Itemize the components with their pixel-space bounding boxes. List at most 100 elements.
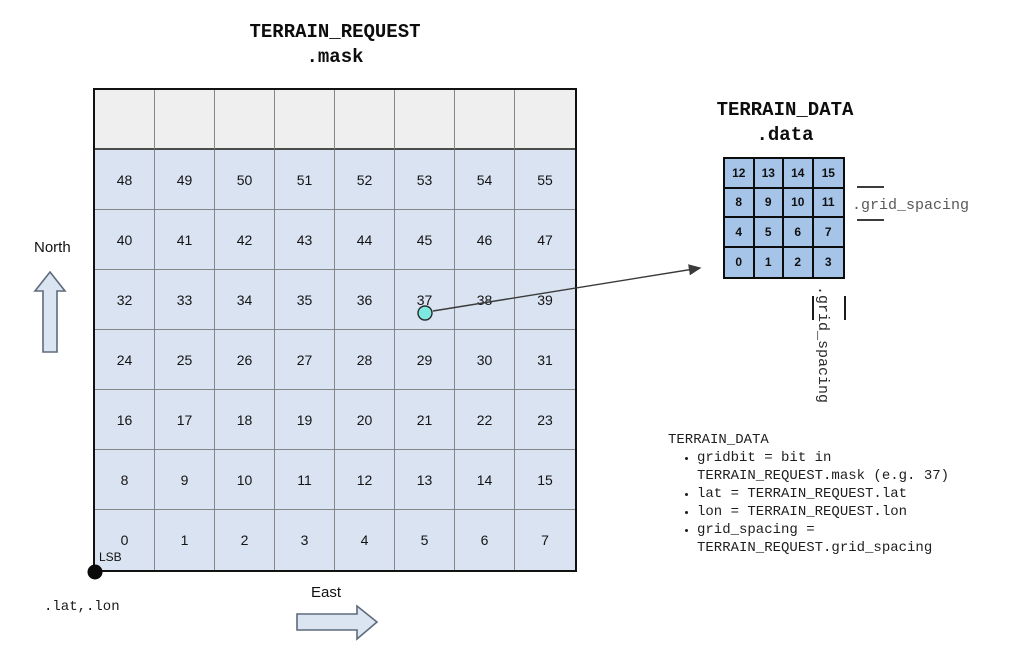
data-value-cell: 10 [784,188,814,218]
mask-bit-cell: 17 [155,390,215,450]
mask-bit-cell: 39 [515,270,575,330]
data-value-cell: 0 [725,247,755,277]
data-value-cell: 4 [725,218,755,248]
mask-bit-cell: 18 [215,390,275,450]
mask-bit-cell: 37 [395,270,455,330]
east-arrow [296,604,379,641]
data-value-cell: 3 [813,247,843,277]
mask-bit-cell: 7 [515,510,575,570]
mask-bit-cell [335,90,395,150]
mask-bit-cell: 20 [335,390,395,450]
notes-list: gridbit = bit in TERRAIN_REQUEST.mask (e… [666,449,1016,557]
origin-lat-lon-label: .lat,.lon [44,599,120,615]
mask-title-line1: TERRAIN_REQUEST [249,21,421,43]
mask-bit-cell: 30 [455,330,515,390]
east-label: East [311,584,342,601]
mask-bit-cell: 15 [515,450,575,510]
mask-bit-cell: 44 [335,210,395,270]
data-value-cell: 5 [754,218,784,248]
mask-bit-cell: 26 [215,330,275,390]
mask-bit-cell: 47 [515,210,575,270]
mask-bit-cell: 2 [215,510,275,570]
mask-bit-cell: 27 [275,330,335,390]
note-lon: lon = TERRAIN_REQUEST.lon [697,503,1016,521]
mask-bit-cell [215,90,275,150]
mask-bit-cell: 3 [275,510,335,570]
data-value-cell: 1 [754,247,784,277]
data-value-cell: 11 [813,188,843,218]
mask-bit-cell: 35 [275,270,335,330]
data-grid-title: TERRAIN_DATA .data [660,98,910,148]
data-value-cell: 2 [784,247,814,277]
note-grid-spacing: grid_spacing = TERRAIN_REQUEST.grid_spac… [697,521,1016,557]
grid-spacing-label-horizontal: .grid_spacing [852,197,970,214]
mask-bit-cell: 38 [455,270,515,330]
mask-bit-cell: 10 [215,450,275,510]
data-title-line2: .data [756,124,814,146]
data-value-cell: 7 [813,218,843,248]
grid-spacing-col-tick-left [812,296,814,320]
mask-bit-cell: 8 [95,450,155,510]
mask-bit-cell: 23 [515,390,575,450]
mask-bit-cell: 43 [275,210,335,270]
terrain-data-notes: TERRAIN_DATA gridbit = bit in TERRAIN_RE… [666,431,1016,557]
mask-bit-cell: 32 [95,270,155,330]
mask-bit-cell: 34 [215,270,275,330]
data-value-cell: 6 [784,218,814,248]
mask-bit-cell: 53 [395,150,455,210]
mask-bit-cell [275,90,335,150]
mask-title-line2: .mask [306,46,364,68]
mask-bit-cell: 42 [215,210,275,270]
mask-bit-cell: 9 [155,450,215,510]
note-gridbit: gridbit = bit in TERRAIN_REQUEST.mask (e… [697,449,1016,485]
notes-heading: TERRAIN_DATA [668,432,769,448]
mask-bit-cell [515,90,575,150]
mask-bit-cell: 49 [155,150,215,210]
mask-bit-cell: 41 [155,210,215,270]
grid-spacing-row-tick-top [857,186,884,188]
mask-bit-cell: 54 [455,150,515,210]
mask-bit-cell: 33 [155,270,215,330]
data-value-cell: 8 [725,188,755,218]
mask-bit-cell: 52 [335,150,395,210]
mask-bit-cell: 1 [155,510,215,570]
mask-bit-cell: 31 [515,330,575,390]
grid-spacing-col-tick-right [844,296,846,320]
mask-bit-cell: 45 [395,210,455,270]
mask-bit-cell: 19 [275,390,335,450]
mask-bit-cell: 29 [395,330,455,390]
mask-bit-cell: 14 [455,450,515,510]
grid-spacing-row-tick-bottom [857,219,884,221]
mask-bit-cell: 5 [395,510,455,570]
mask-bit-cell: 13 [395,450,455,510]
mask-bit-cell: 25 [155,330,215,390]
mask-bit-cell: 36 [335,270,395,330]
data-value-cell: 13 [754,159,784,189]
mask-bit-cell [395,90,455,150]
mask-bit-cell: 12 [335,450,395,510]
mask-bit-cell: 40 [95,210,155,270]
lsb-label: LSB [99,550,122,564]
mask-bit-cell [455,90,515,150]
mask-bit-cell: 51 [275,150,335,210]
data-value-cell: 14 [784,159,814,189]
data-title-line1: TERRAIN_DATA [716,99,854,121]
mask-bit-cell: 16 [95,390,155,450]
mask-bit-cell: 46 [455,210,515,270]
data-value-cell: 12 [725,159,755,189]
mask-bit-cell: 21 [395,390,455,450]
mask-grid-title: TERRAIN_REQUEST .mask [93,20,577,70]
mask-bit-cell: 50 [215,150,275,210]
note-lat: lat = TERRAIN_REQUEST.lat [697,485,1016,503]
mask-bit-cell: 4 [335,510,395,570]
mask-bit-cell: 55 [515,150,575,210]
data-value-cell: 9 [754,188,784,218]
mask-bit-cell: 24 [95,330,155,390]
mask-bit-cell: 48 [95,150,155,210]
mask-bit-cell: 0 [95,510,155,570]
north-label: North [34,239,71,256]
mask-bit-cell: 11 [275,450,335,510]
